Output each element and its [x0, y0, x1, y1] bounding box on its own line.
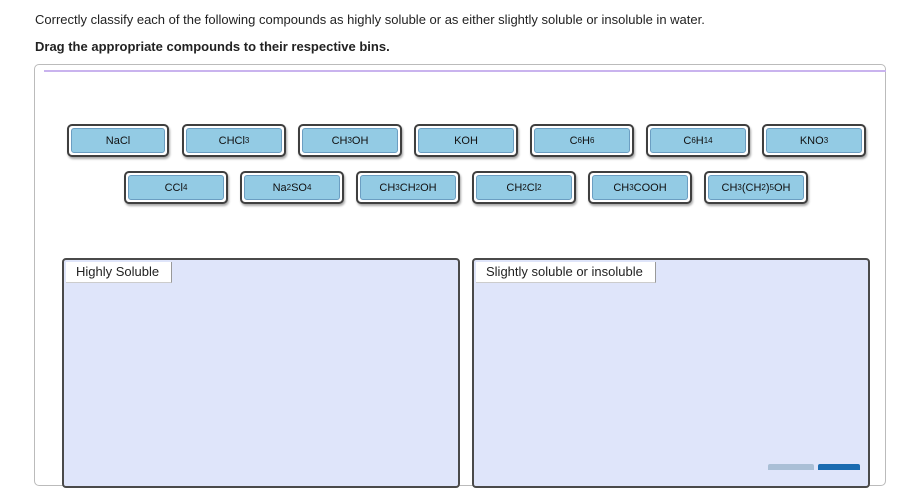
- bin-slightly-soluble-or-insoluble-label: Slightly soluble or insoluble: [476, 262, 656, 283]
- reset-button[interactable]: [768, 464, 814, 470]
- divider-line: [44, 70, 886, 72]
- tile-koh-label: KOH: [418, 128, 514, 153]
- bin-highly-soluble-label: Highly Soluble: [66, 262, 173, 283]
- help-button[interactable]: [818, 464, 860, 470]
- bin-highly-soluble[interactable]: Highly Soluble: [62, 258, 460, 488]
- tile-nacl[interactable]: NaCl: [67, 124, 169, 157]
- tile-koh[interactable]: KOH: [414, 124, 518, 157]
- drag-instruction: Drag the appropriate compounds to their …: [35, 39, 390, 54]
- instruction-text: Correctly classify each of the following…: [35, 12, 705, 27]
- bin-slightly-soluble-or-insoluble[interactable]: Slightly soluble or insoluble: [472, 258, 870, 488]
- tile-nacl-label: NaCl: [71, 128, 165, 153]
